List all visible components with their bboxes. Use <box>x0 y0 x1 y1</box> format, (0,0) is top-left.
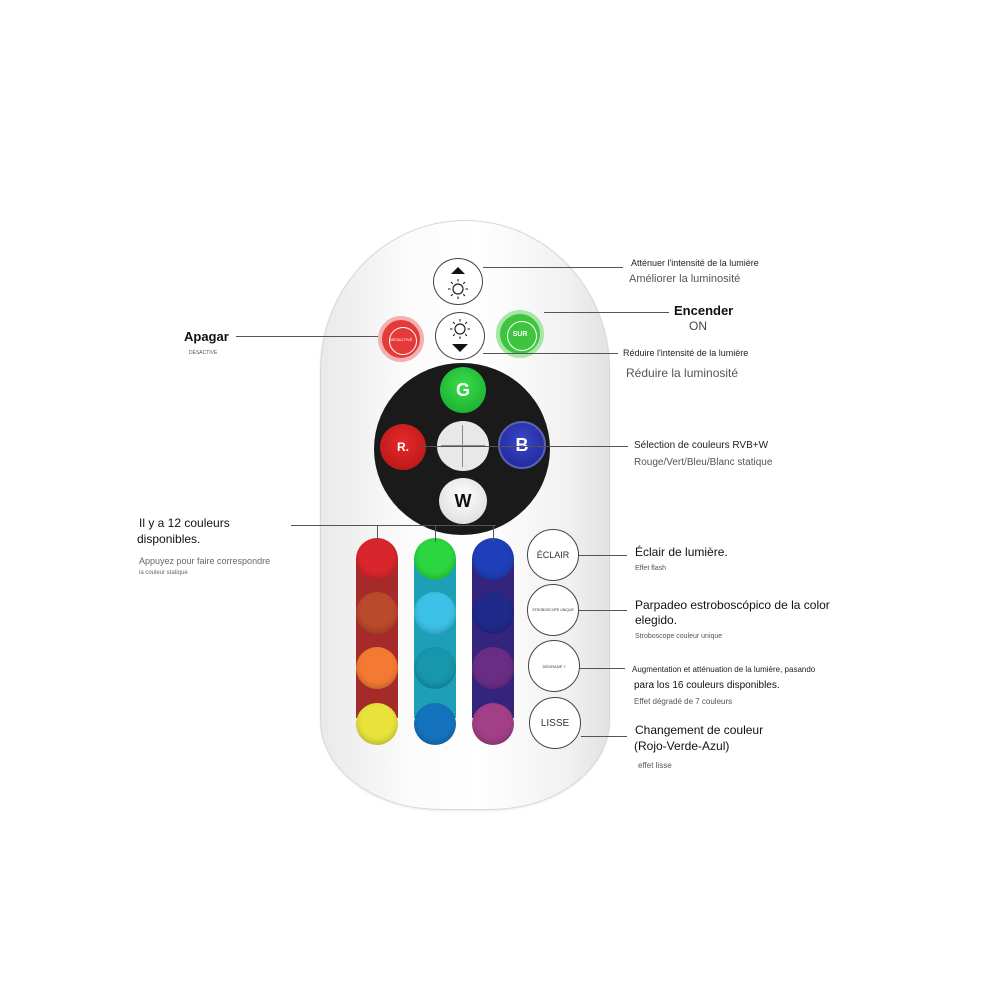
leader-strobe <box>579 610 627 611</box>
leader-colors-drop-1 <box>377 525 378 542</box>
colors-annotation-3: Appuyez pour faire correspondre <box>139 556 271 566</box>
flash-button-label: ÉCLAIR <box>536 550 570 560</box>
power-off-button[interactable]: DÉSACTIVÉ <box>378 316 424 362</box>
flash-annotation-subtitle: Effet flash <box>635 565 667 572</box>
smooth-annotation-title-2: (Rojo-Verde-Azul) <box>634 739 730 753</box>
sun-arrow-up-icon <box>448 266 468 299</box>
leader-colors <box>291 525 496 526</box>
color-column-stripe-3 <box>472 558 514 718</box>
color-button-1-1[interactable] <box>356 538 398 580</box>
red-button-label: R. <box>397 440 409 454</box>
power-icon <box>507 321 537 351</box>
color-column-stripe-1 <box>356 558 398 718</box>
brightness-down-button[interactable] <box>435 312 485 360</box>
colors-annotation-2: disponibles. <box>137 532 201 546</box>
color-button-1-4[interactable] <box>356 703 398 745</box>
green-button-label: G <box>455 379 470 400</box>
leader-smooth <box>581 736 627 737</box>
power-icon <box>389 327 417 355</box>
color-column-stripe-2 <box>414 558 456 718</box>
white-button[interactable]: W <box>439 478 487 524</box>
fade-button-label: DÉGRADÉ 7 <box>542 663 566 669</box>
red-button[interactable]: R. <box>380 424 426 470</box>
leader-fade <box>580 668 625 669</box>
strobe-button[interactable]: STROBOSCOPE UNIQUE <box>527 584 579 636</box>
rgbw-annotation-1: Sélection de couleurs RVB+W <box>634 440 769 451</box>
brightness-up-annotation-2: Améliorer la luminosité <box>629 273 741 285</box>
fade-annotation-3: Effet dégradé de 7 couleurs <box>634 697 733 706</box>
color-button-1-3[interactable] <box>356 647 398 689</box>
leader-rgbw <box>420 446 628 447</box>
colors-annotation-1: Il y a 12 couleurs <box>139 516 230 530</box>
leader-flash <box>579 555 627 556</box>
flash-button[interactable]: ÉCLAIR <box>527 529 579 581</box>
strobe-annotation-title-2: elegido. <box>635 613 678 627</box>
crosshair-icon-h <box>441 445 485 446</box>
brightness-down-annotation-1: Réduire l'intensité de la lumière <box>623 348 749 358</box>
blue-button[interactable]: B <box>498 421 546 469</box>
color-button-2-4[interactable] <box>414 703 456 745</box>
leader-power-on <box>544 312 669 313</box>
leader-colors-drop-3 <box>493 525 494 542</box>
color-button-3-4[interactable] <box>472 703 514 745</box>
strobe-annotation-title-1: Parpadeo estroboscópico de la color <box>635 598 830 612</box>
smooth-button-label: LISSE <box>540 717 570 729</box>
leader-colors-drop-2 <box>435 525 436 542</box>
rgbw-annotation-2: Rouge/Vert/Bleu/Blanc statique <box>634 457 773 468</box>
leader-brightness-down <box>483 353 618 354</box>
smooth-annotation-title-1: Changement de couleur <box>635 723 764 737</box>
sun-arrow-down-icon <box>450 319 470 352</box>
green-button[interactable]: G <box>440 367 486 413</box>
brightness-down-annotation-2: Réduire la luminosité <box>626 366 739 380</box>
smooth-annotation-subtitle: effet lisse <box>638 761 672 770</box>
strobe-button-label: STROBOSCOPE UNIQUE <box>532 608 574 612</box>
color-button-2-3[interactable] <box>414 647 456 689</box>
power-on-annotation-subtitle: ON <box>689 319 707 333</box>
colors-annotation-4: la couleur statique <box>139 570 188 576</box>
power-off-annotation-subtitle: DÉSACTIVÉ <box>189 350 218 356</box>
power-on-label: SUR <box>512 330 528 338</box>
leader-power-off <box>236 336 378 337</box>
color-button-2-1[interactable] <box>414 538 456 580</box>
power-off-label: DÉSACTIVÉ <box>389 336 413 342</box>
color-button-3-3[interactable] <box>472 647 514 689</box>
power-off-annotation-title: Apagar <box>184 329 229 344</box>
brightness-up-button[interactable] <box>433 258 483 305</box>
white-button-label: W <box>454 490 472 511</box>
color-button-1-2[interactable] <box>356 592 398 634</box>
leader-brightness-up <box>483 267 623 268</box>
color-button-3-1[interactable] <box>472 538 514 580</box>
strobe-annotation-subtitle: Stroboscope couleur unique <box>635 633 723 640</box>
brightness-up-annotation-1: Atténuer l'intensité de la lumière <box>631 258 759 268</box>
blue-button-label: B <box>515 434 529 455</box>
fade-annotation-2: para los 16 couleurs disponibles. <box>634 680 780 691</box>
power-on-button[interactable]: SUR <box>496 310 544 358</box>
smooth-button[interactable]: LISSE <box>529 697 581 749</box>
fade-button[interactable]: DÉGRADÉ 7 <box>528 640 580 692</box>
power-on-annotation-title: Encender <box>674 303 734 318</box>
fade-annotation-1: Augmentation et atténuation de la lumièr… <box>632 665 816 674</box>
color-button-3-2[interactable] <box>472 592 514 634</box>
color-button-2-2[interactable] <box>414 592 456 634</box>
flash-annotation-title: Éclair de lumière. <box>635 545 728 559</box>
